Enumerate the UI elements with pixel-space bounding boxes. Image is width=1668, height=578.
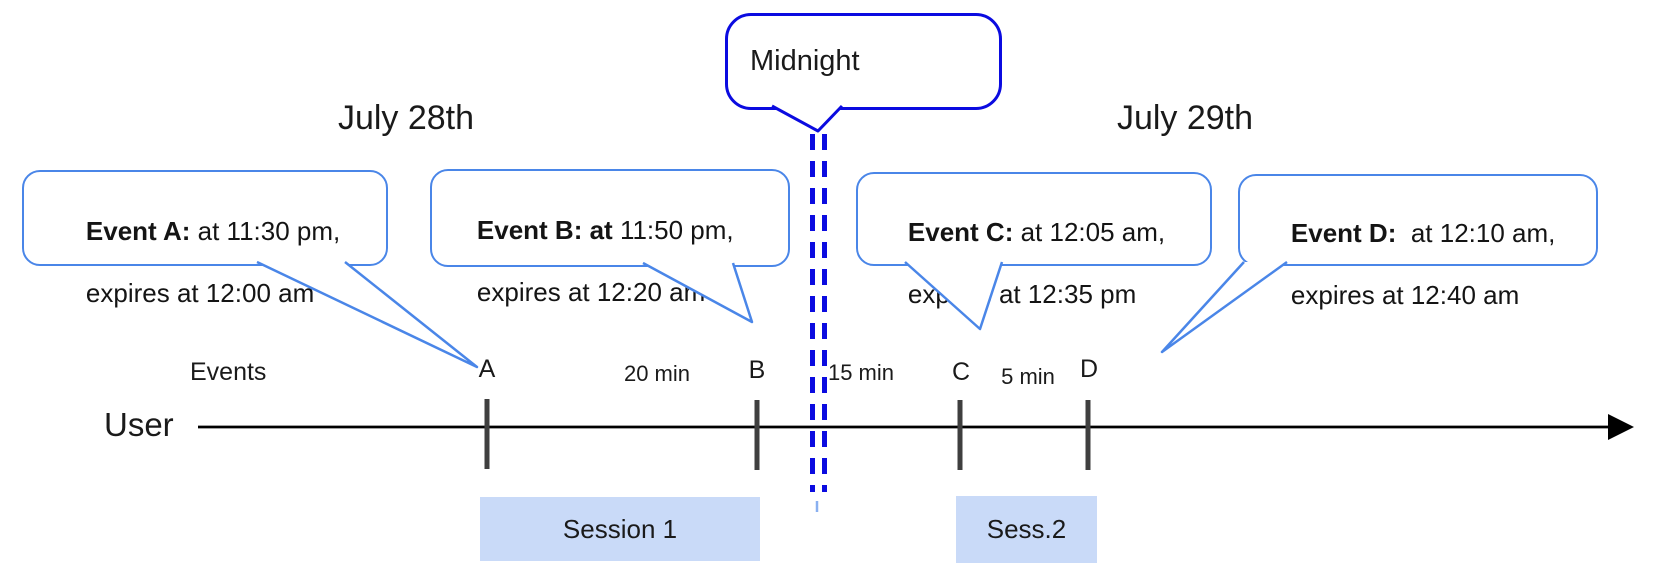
event-d-time: at 12:10 am, <box>1396 218 1556 248</box>
event-b-title: Event B: at <box>476 215 613 245</box>
event-c-time: at 12:05 am, <box>1013 217 1166 247</box>
user-axis-label: User <box>104 406 174 443</box>
midnight-callout: Midnight <box>725 13 1002 110</box>
timeline-arrowhead-icon <box>1608 414 1634 440</box>
event-c-expiry: expires at 12:35 pm <box>907 279 1137 309</box>
event-a-expiry: expires at 12:00 am <box>85 278 315 308</box>
events-axis-label: Events <box>190 358 267 386</box>
tick-label-c: C <box>951 358 971 386</box>
session-1-box: Session 1 <box>480 497 760 561</box>
event-c-callout: Event C: at 12:05 am, expires at 12:35 p… <box>856 172 1212 309</box>
session-2-box: Sess.2 <box>956 496 1097 563</box>
date-right-label: July 29th <box>1116 99 1254 137</box>
tick-label-d: D <box>1079 355 1099 383</box>
event-a-title: Event A: <box>85 216 191 246</box>
event-b-time: 11:50 pm, <box>612 215 734 245</box>
midnight-label: Midnight <box>750 45 860 77</box>
date-left-label: July 28th <box>337 99 475 137</box>
session-1-label: Session 1 <box>562 513 678 544</box>
tick-label-b: B <box>748 356 766 384</box>
event-d-title: Event D: <box>1290 218 1397 248</box>
event-b-expiry: expires at 12:20 am <box>476 277 706 307</box>
event-c-title: Event C: <box>907 217 1014 247</box>
event-d-callout: Event D: at 12:10 am, expires at 12:40 a… <box>1238 174 1598 310</box>
event-a-time: at 11:30 pm, <box>190 216 341 246</box>
interval-15min-label: 15 min <box>827 360 895 385</box>
event-b-callout: Event B: at 11:50 pm, expires at 12:20 a… <box>430 169 790 307</box>
interval-5min-label: 5 min <box>1001 364 1055 389</box>
event-a-callout: Event A: at 11:30 pm, expires at 12:00 a… <box>22 170 388 308</box>
session-2-label: Sess.2 <box>986 514 1067 544</box>
tick-label-a: A <box>478 355 496 383</box>
interval-20min-label: 20 min <box>623 361 691 386</box>
event-d-expiry: expires at 12:40 am <box>1290 280 1520 310</box>
